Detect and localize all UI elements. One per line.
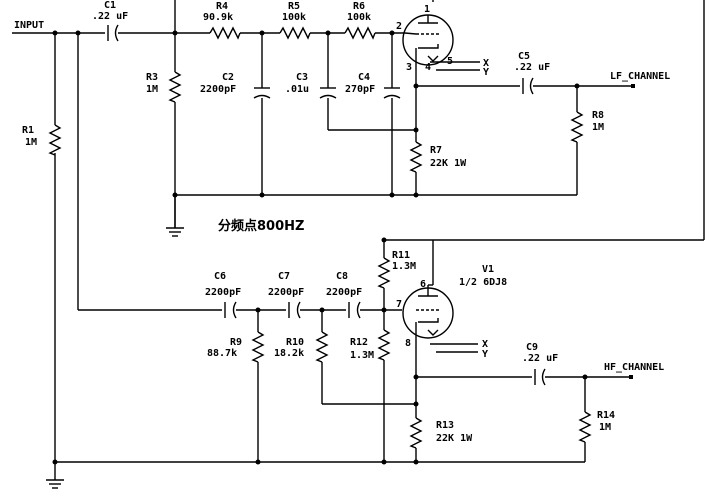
r5-value: 100k (282, 12, 306, 23)
r10-value: 18.2k (274, 348, 304, 359)
c7-value: 2200pF (268, 287, 304, 298)
r8-value: 1M (592, 122, 604, 133)
r12-value: 1.3M (350, 350, 374, 361)
lf-channel-label: LF_CHANNEL (610, 71, 670, 82)
tube-top-heater-y: Y (483, 67, 489, 78)
r5-resistor (279, 26, 311, 40)
r1-resistor (48, 124, 62, 156)
c8-value: 2200pF (326, 287, 362, 298)
tube-top-pin-plate: 1 (424, 4, 430, 15)
r10-ref: R10 (286, 337, 304, 348)
c5-ref: C5 (518, 51, 530, 62)
c5-capacitor (522, 77, 534, 95)
tube-top-heater-x: X (483, 58, 489, 69)
c7-capacitor (288, 301, 301, 319)
r14-resistor (578, 411, 592, 443)
r9-ref: R9 (230, 337, 242, 348)
c9-value: .22 uF (522, 353, 558, 364)
ground-symbol-lower (46, 479, 64, 489)
r11-value: 1.3M (392, 261, 416, 272)
c3-value: .01u (285, 84, 309, 95)
r13-ref: R13 (436, 420, 454, 431)
c9-capacitor (534, 368, 546, 386)
r14-value: 1M (599, 422, 611, 433)
r12-ref: R12 (350, 337, 368, 348)
tube-bottom-ref: V1 (482, 264, 494, 275)
r4-resistor (209, 26, 241, 40)
r7-ref: R7 (430, 145, 442, 156)
c9-ref: C9 (526, 342, 538, 353)
r4-value: 90.9k (203, 12, 233, 23)
tube-bottom-pin-grid: 7 (396, 299, 402, 310)
r5-ref: R5 (288, 1, 300, 12)
r3-value: 1M (146, 84, 158, 95)
c4-value: 270pF (345, 84, 375, 95)
tube-top-pin-h2: 5 (447, 56, 453, 67)
tube-top-pin-h1: 4 (425, 62, 431, 73)
c2-value: 2200pF (200, 84, 236, 95)
r9-resistor (251, 331, 265, 363)
c8-ref: C8 (336, 271, 348, 282)
r3-ref: R3 (146, 72, 158, 83)
c3-capacitor (319, 87, 337, 99)
r1-value: 1M (25, 137, 37, 148)
c1-value: .22 uF (92, 11, 128, 22)
r12-resistor (377, 329, 391, 361)
ground-symbol-upper (166, 227, 184, 237)
wires (12, 0, 705, 480)
c5-value: .22 uF (514, 62, 550, 73)
tube-bottom-pin-cathode: 8 (405, 338, 411, 349)
r14-ref: R14 (597, 410, 615, 421)
c4-capacitor (383, 87, 401, 99)
c1-capacitor (107, 24, 119, 42)
tube-bottom-pin-plate: 6 (420, 279, 426, 290)
input-label: INPUT (14, 20, 44, 31)
tube-top (402, 14, 480, 71)
tube-top-pin-cathode: 3 (406, 62, 412, 73)
r6-resistor (344, 26, 376, 40)
c6-capacitor (224, 301, 237, 319)
r13-value: 22K 1W (436, 433, 473, 444)
hf-output-terminal (629, 375, 633, 379)
tube-top-pin-grid: 2 (396, 21, 402, 32)
c7-ref: C7 (278, 271, 290, 282)
tube-bottom-heater-y: Y (482, 349, 488, 360)
r10-resistor (315, 331, 329, 363)
tube-bottom-type: 1/2 6DJ8 (459, 277, 507, 288)
r9-value: 88.7k (207, 348, 237, 359)
r1-ref: R1 (22, 125, 34, 136)
tube-bottom-heater-x: X (482, 339, 488, 350)
c2-capacitor (253, 87, 271, 99)
tube-bottom (402, 284, 478, 353)
r8-ref: R8 (592, 110, 604, 121)
lf-output-terminal (631, 84, 635, 88)
r8-resistor (570, 111, 584, 143)
c2-ref: C2 (222, 72, 234, 83)
crossover-note: 分频点800HZ (218, 218, 304, 234)
r4-ref: R4 (216, 1, 228, 12)
r6-value: 100k (347, 12, 371, 23)
c1-ref: C1 (104, 0, 116, 11)
c6-value: 2200pF (205, 287, 241, 298)
hf-channel-label: HF_CHANNEL (604, 362, 664, 373)
r11-resistor (377, 257, 391, 289)
c4-ref: C4 (358, 72, 370, 83)
r3-resistor (168, 71, 182, 103)
c8-capacitor (348, 301, 361, 319)
c3-ref: C3 (296, 72, 308, 83)
r11-ref: R11 (392, 250, 410, 261)
r13-resistor (409, 417, 423, 449)
r6-ref: R6 (353, 1, 365, 12)
r7-resistor (409, 141, 423, 173)
junction-dots (52, 30, 588, 465)
c6-ref: C6 (214, 271, 226, 282)
r7-value: 22K 1W (430, 158, 467, 169)
